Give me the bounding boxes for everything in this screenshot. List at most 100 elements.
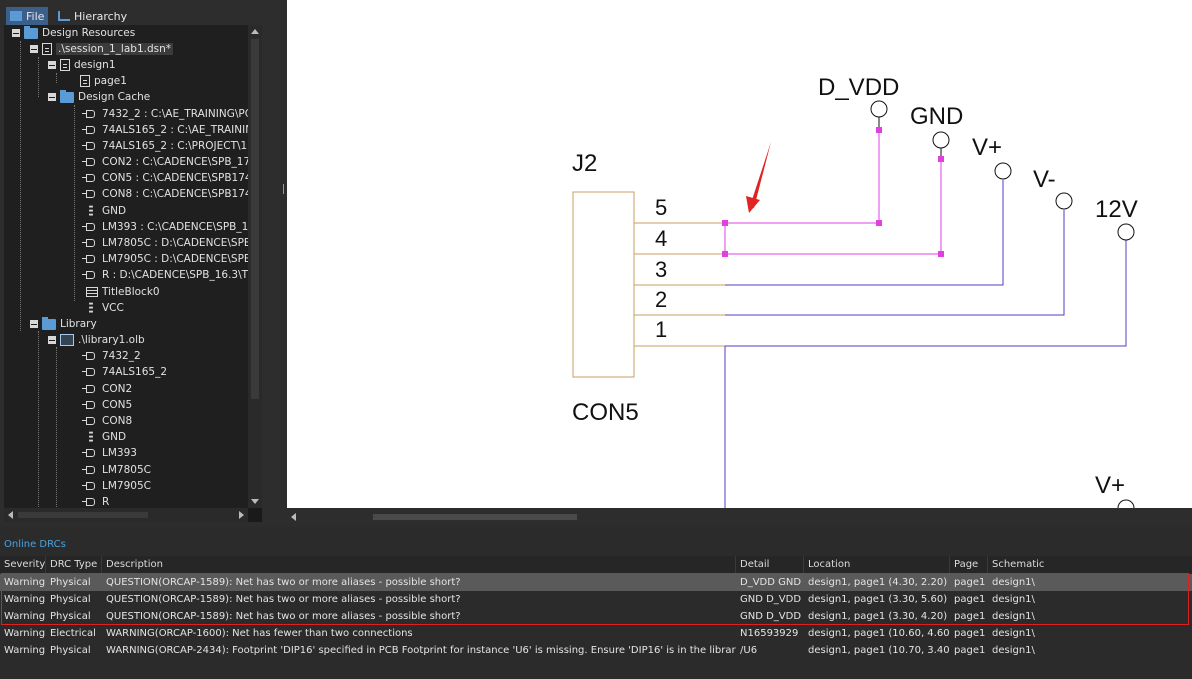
wire-handle[interactable] bbox=[876, 220, 882, 226]
net-label[interactable]: 12V bbox=[1095, 196, 1138, 223]
tab-hierarchy[interactable]: Hierarchy bbox=[54, 7, 131, 25]
splitter[interactable] bbox=[268, 0, 287, 527]
cell-severity: Warning bbox=[4, 594, 46, 605]
collapse-icon[interactable] bbox=[48, 93, 56, 101]
scroll-thumb[interactable] bbox=[18, 512, 148, 518]
power-port-circle[interactable] bbox=[870, 100, 888, 118]
drc-row[interactable]: Warning Electrical WARNING(ORCAP-1600): … bbox=[0, 625, 1192, 642]
net-label[interactable]: V+ bbox=[1095, 472, 1125, 499]
part-icon bbox=[82, 351, 98, 361]
tree-cache-item[interactable]: LM7805C : D:\CADENCE\SPB_1 bbox=[82, 235, 248, 251]
tree-library-item[interactable]: R bbox=[82, 494, 109, 508]
tree-library[interactable]: Library bbox=[30, 316, 97, 332]
power-port-circle[interactable] bbox=[994, 162, 1012, 180]
wire-d-vdd[interactable] bbox=[725, 130, 880, 224]
wire-handle[interactable] bbox=[938, 156, 944, 162]
tree-session-file[interactable]: .\session_1_lab1.dsn* bbox=[30, 41, 173, 57]
tree-cache-item[interactable]: TitleBlock0 bbox=[86, 284, 160, 300]
wire-handle[interactable] bbox=[722, 220, 728, 226]
tree-cache-item[interactable]: LM393 : C:\CADENCE\SPB_17.2 bbox=[82, 219, 248, 235]
tree-library-item[interactable]: CON5 bbox=[82, 397, 132, 413]
power-port-circle[interactable] bbox=[1117, 223, 1135, 241]
tree-label: 74ALS165_2 bbox=[102, 366, 168, 378]
scroll-left-icon[interactable] bbox=[8, 511, 13, 519]
tree-page1[interactable]: page1 bbox=[80, 73, 127, 89]
scroll-up-icon[interactable] bbox=[251, 29, 259, 34]
col-drc-type[interactable]: DRC Type bbox=[46, 556, 102, 573]
net-label[interactable]: V- bbox=[1033, 166, 1056, 193]
tree-cache-item[interactable]: CON5 : C:\CADENCE\SPB174_C bbox=[82, 170, 248, 186]
wire-gnd[interactable] bbox=[725, 159, 942, 255]
annotation-arrowhead-icon bbox=[746, 196, 760, 213]
tree-cache-item[interactable]: ▬▬▬VCC bbox=[84, 300, 124, 316]
part-icon bbox=[82, 173, 98, 183]
schematic-canvas[interactable]: J2 CON5 5 4 3 2 1 D_VDD GND bbox=[287, 0, 1192, 508]
wire-handle[interactable] bbox=[876, 127, 882, 133]
col-detail[interactable]: Detail bbox=[736, 556, 804, 573]
tree-cache-item[interactable]: ▬▬▬GND bbox=[84, 203, 126, 219]
tree-library-file[interactable]: .\library1.olb bbox=[48, 332, 145, 348]
tree-library-item[interactable]: CON2 bbox=[82, 381, 132, 397]
tree-cache-item[interactable]: R : D:\CADENCE\SPB_16.3\TOC bbox=[82, 267, 248, 283]
wire-v-minus[interactable] bbox=[725, 210, 1065, 316]
scroll-left-icon[interactable] bbox=[291, 513, 296, 521]
tree-cache-item[interactable]: 74ALS165_2 : C:\PROJECT\174\ bbox=[82, 138, 248, 154]
tree-library-item[interactable]: ▬▬▬GND bbox=[84, 429, 126, 445]
drc-row[interactable]: Warning Physical QUESTION(ORCAP-1589): N… bbox=[0, 574, 1192, 591]
wire-handle[interactable] bbox=[722, 251, 728, 257]
tree-library-item[interactable]: CON8 bbox=[82, 413, 132, 429]
schematic-drawing[interactable]: J2 CON5 5 4 3 2 1 D_VDD GND bbox=[287, 0, 1192, 508]
tree-design-resources[interactable]: Design Resources bbox=[12, 25, 135, 41]
tree-library-item[interactable]: 7432_2 bbox=[82, 348, 141, 364]
net-label[interactable]: GND bbox=[910, 103, 963, 130]
tree-library-item[interactable]: LM393 bbox=[82, 445, 137, 461]
tree-library-item[interactable]: LM7905C bbox=[82, 478, 151, 494]
connector-body[interactable] bbox=[572, 191, 635, 378]
collapse-icon[interactable] bbox=[48, 61, 56, 69]
tree-cache-item[interactable]: LM7905C : D:\CADENCE\SPB_1 bbox=[82, 251, 248, 267]
drc-row[interactable]: Warning Physical QUESTION(ORCAP-1589): N… bbox=[0, 608, 1192, 625]
wire-handle[interactable] bbox=[938, 251, 944, 257]
col-page[interactable]: Page bbox=[950, 556, 988, 573]
scroll-thumb[interactable] bbox=[373, 514, 577, 520]
scroll-down-icon[interactable] bbox=[251, 499, 259, 504]
drc-panel-title[interactable]: Online DRCs bbox=[4, 539, 66, 550]
col-severity[interactable]: Severity bbox=[0, 556, 46, 573]
cell-severity: Warning bbox=[4, 611, 46, 622]
wire-12v[interactable] bbox=[725, 240, 1127, 347]
tree-label: GND bbox=[102, 205, 127, 217]
scroll-right-icon[interactable] bbox=[239, 511, 244, 519]
collapse-icon[interactable] bbox=[48, 336, 56, 344]
col-description[interactable]: Description bbox=[102, 556, 736, 573]
power-port-circle[interactable] bbox=[1117, 499, 1135, 508]
canvas-horizontal-scrollbar[interactable] bbox=[287, 508, 1192, 527]
tree-cache-item[interactable]: CON8 : C:\CADENCE\SPB174_C bbox=[82, 186, 248, 202]
collapse-icon[interactable] bbox=[12, 29, 20, 37]
tree-cache-item[interactable]: 7432_2 : C:\AE_TRAINING\PCB_ bbox=[82, 106, 248, 122]
tab-file[interactable]: File bbox=[6, 7, 49, 25]
net-label[interactable]: D_VDD bbox=[818, 74, 899, 101]
tree-cache-item[interactable]: 74ALS165_2 : C:\AE_TRAINING\ bbox=[82, 122, 248, 138]
scroll-thumb[interactable] bbox=[251, 39, 259, 399]
tree-vertical-scrollbar[interactable] bbox=[248, 25, 262, 508]
tree-horizontal-scrollbar[interactable] bbox=[4, 508, 248, 522]
wire-v-plus[interactable] bbox=[725, 180, 1004, 286]
tree-library-item[interactable]: 74ALS165_2 bbox=[82, 364, 167, 380]
part-value[interactable]: CON5 bbox=[572, 399, 639, 426]
collapse-icon[interactable] bbox=[30, 320, 38, 328]
tree-design1[interactable]: design1 bbox=[48, 57, 116, 73]
part-icon bbox=[82, 125, 98, 135]
ref-designator[interactable]: J2 bbox=[572, 150, 597, 177]
tree-cache-item[interactable]: CON2 : C:\CADENCE\SPB_17.2\ bbox=[82, 154, 248, 170]
drc-row[interactable]: Warning Physical QUESTION(ORCAP-1589): N… bbox=[0, 591, 1192, 608]
tree-design-cache[interactable]: Design Cache bbox=[48, 89, 150, 105]
project-tree[interactable]: Design Resources .\session_1_lab1.dsn* d… bbox=[4, 25, 248, 508]
net-label[interactable]: V+ bbox=[972, 134, 1002, 161]
tree-library-item[interactable]: LM7805C bbox=[82, 462, 151, 478]
power-port-circle[interactable] bbox=[932, 131, 950, 149]
power-port-circle[interactable] bbox=[1055, 192, 1073, 210]
collapse-icon[interactable] bbox=[30, 45, 38, 53]
col-location[interactable]: Location bbox=[804, 556, 950, 573]
col-schematic[interactable]: Schematic bbox=[992, 559, 1045, 570]
drc-row[interactable]: Warning Physical WARNING(ORCAP-2434): Fo… bbox=[0, 642, 1192, 659]
